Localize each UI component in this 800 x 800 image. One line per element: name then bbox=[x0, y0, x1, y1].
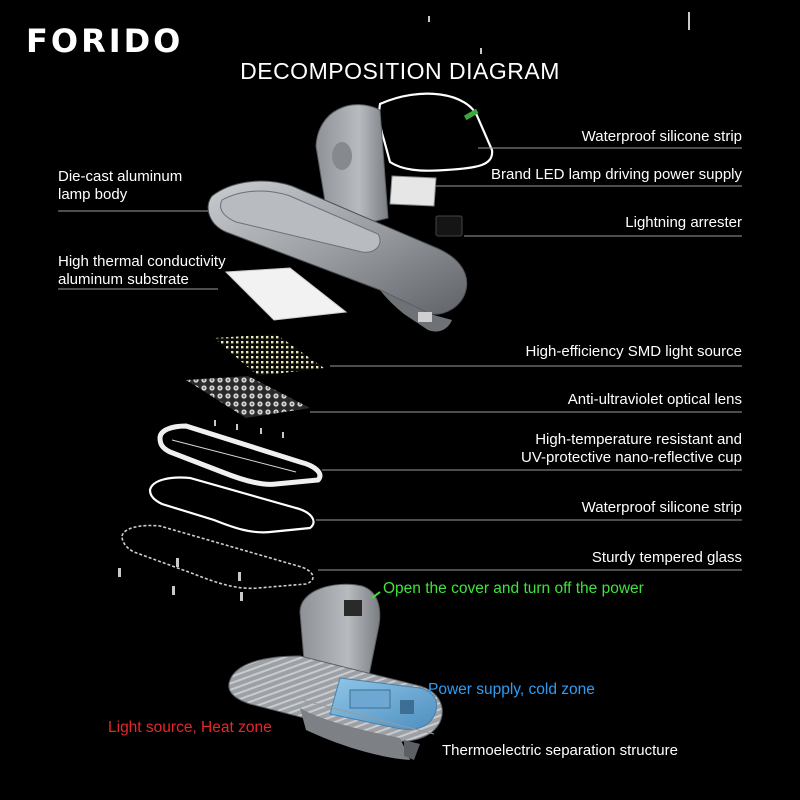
optical-lens-array bbox=[186, 376, 310, 418]
label-lamp-body: Die-cast aluminum lamp body bbox=[58, 168, 182, 204]
label-lamp-body-line1: Die-cast aluminum bbox=[58, 168, 183, 185]
screws bbox=[118, 12, 690, 601]
green-clip bbox=[463, 108, 479, 121]
page-title: DECOMPOSITION DIAGRAM bbox=[240, 58, 560, 84]
lamp-body bbox=[207, 104, 468, 332]
reflective-cup-frame bbox=[157, 423, 323, 487]
leader-lines bbox=[58, 147, 742, 735]
assembled-lamp bbox=[228, 583, 443, 760]
green-pointer bbox=[371, 591, 381, 599]
label-power-supply: Brand LED lamp driving power supply bbox=[491, 166, 742, 183]
label-tempered-glass: Sturdy tempered glass bbox=[591, 549, 742, 566]
label-cold-zone: Power supply, cold zone bbox=[428, 681, 595, 698]
label-heat-zone: Light source, Heat zone bbox=[108, 719, 272, 736]
label-reflective-cup: High-temperature resistant and UV-protec… bbox=[521, 431, 742, 467]
label-optical-lens: Anti-ultraviolet optical lens bbox=[567, 391, 742, 408]
brand-logo: FORIDO bbox=[26, 22, 184, 60]
top-silicone-strip bbox=[378, 92, 494, 172]
smd-led-array bbox=[214, 334, 324, 376]
aluminum-substrate-plate bbox=[224, 267, 348, 321]
label-smd-source: High-efficiency SMD light source bbox=[525, 343, 742, 360]
power-supply-box bbox=[389, 175, 437, 207]
label-reflective-cup-line2: UV-protective nano-reflective cup bbox=[521, 449, 742, 466]
label-substrate-line2: aluminum substrate bbox=[58, 271, 189, 288]
tempered-glass-panel bbox=[121, 524, 314, 590]
label-separation: Thermoelectric separation structure bbox=[442, 742, 678, 759]
lightning-arrester-block bbox=[435, 215, 463, 237]
label-lightning-arrester: Lightning arrester bbox=[625, 214, 742, 231]
lower-silicone-strip bbox=[148, 476, 315, 534]
label-waterproof-strip-top: Waterproof silicone strip bbox=[581, 128, 742, 145]
label-substrate-line1: High thermal conductivity bbox=[58, 253, 226, 270]
label-lamp-body-line2: lamp body bbox=[58, 186, 128, 203]
label-reflective-cup-line1: High-temperature resistant and bbox=[535, 431, 742, 448]
label-substrate: High thermal conductivity aluminum subst… bbox=[58, 253, 226, 289]
label-waterproof-strip-bottom: Waterproof silicone strip bbox=[581, 499, 742, 516]
label-open-cover: Open the cover and turn off the power bbox=[383, 580, 644, 597]
